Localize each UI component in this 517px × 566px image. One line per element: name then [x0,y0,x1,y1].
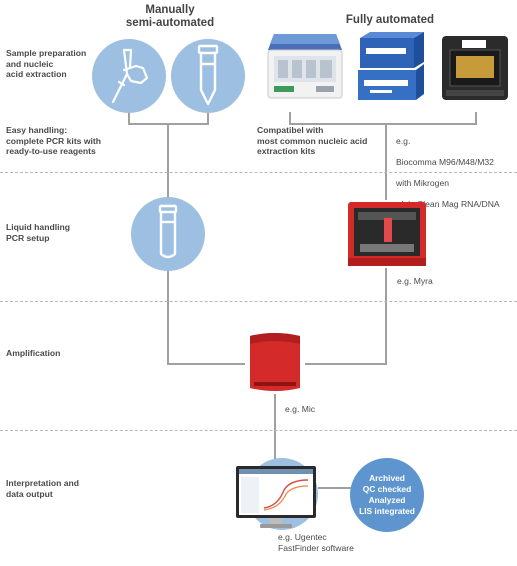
badge-qc-checked: QC checked [362,484,412,494]
manual-to-mic-line [167,268,245,365]
software-monitor-icon [236,458,318,530]
mic-qpcr-cycler-icon [250,333,300,391]
badge-analyzed: Analyzed [368,495,406,505]
tube-icon [171,39,245,113]
myra-liquid-handler-icon [348,202,426,266]
label-amplification: Amplification [6,348,61,358]
auto-bracket [289,112,477,125]
output-badge: Archived QC checked Analyzed LIS integra… [350,458,424,532]
badge-lis-integrated: LIS integrated [359,506,415,516]
divider-3 [0,430,517,431]
caption-myra: e.g. Myra [397,276,433,286]
automated-extractor-icon [442,36,508,100]
caption-biocomma-line1: e.g. [396,135,411,146]
badge-archived: Archived [369,473,405,483]
caption-biocomma-line3: with Mikrogen [396,177,450,188]
kit-boxes-icon [358,32,424,100]
divider-2 [0,301,517,302]
label-interpretation: Interpretation and data output [6,478,80,499]
pcr-tube-icon [131,197,205,271]
label-sample-prep: Sample preparation and nucleic acid extr… [6,48,87,79]
caption-biocomma-line2: Biocomma M96/M48/M32 [396,156,494,167]
label-easy-handling: Easy handling: complete PCR kits with re… [6,125,102,156]
divider-1 [0,172,517,173]
header-auto: Fully automated [345,14,435,26]
caption-compatible: Compatibel with most common nucleic acid… [257,125,368,156]
myra-to-mic-line [305,268,387,365]
extraction-instrument-icon [267,34,343,99]
pipette-icon [92,39,166,113]
caption-ugentec: e.g. Ugentec FastFinder software [278,532,354,553]
header-manual: Manually semi-automated [125,4,215,29]
label-liquid-handling: Liquid handling PCR setup [6,222,70,243]
caption-cleanmag: Clean Mag RNA/DNA [417,198,500,209]
caption-mic: e.g. Mic [285,404,316,414]
output-badge-text: Archived QC checked Analyzed LIS integra… [359,473,415,517]
